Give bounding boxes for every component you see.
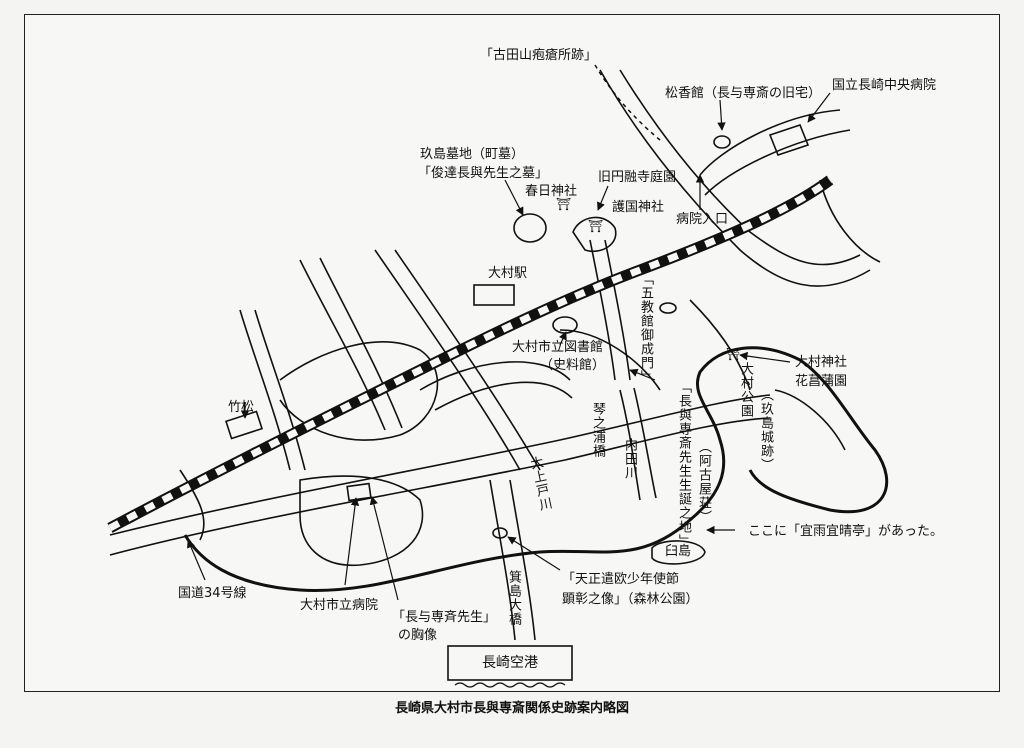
label-akoyaso: （阿古屋荘） (696, 440, 711, 524)
label-tensho-statue: 「天正遣欧少年使節 (562, 572, 680, 587)
label-hospital-entrance: 病院入口 (676, 212, 729, 227)
label-airport: 長崎空港 (482, 655, 538, 671)
path-to-furutayama (594, 64, 661, 141)
svg-text:⛩: ⛩ (726, 347, 741, 361)
coastline (183, 346, 889, 592)
tensho-statue (492, 527, 508, 539)
station-box (473, 284, 515, 306)
map-caption: 長崎県大村市長與専斎関係史跡案内略図 (394, 701, 629, 716)
label-takematsu: 竹松 (228, 400, 255, 415)
label-iris-garden: 花菖蒲園 (795, 374, 848, 389)
kyujima-cemetery-area (513, 213, 547, 243)
gokyokan-gate (659, 302, 677, 314)
label-giuseitei: ここに「宜雨宜晴亭」があった。 (748, 524, 944, 539)
label-national-hospital: 国立長崎中央病院 (832, 78, 937, 93)
airport-box (447, 645, 573, 681)
gokoku-area (572, 216, 617, 252)
roads (109, 69, 881, 641)
label-kyujima-castle: （玖島城跡） (758, 388, 773, 472)
svg-text:⛩: ⛩ (588, 219, 603, 233)
label-usujima: 臼島 (665, 544, 692, 559)
label-omura-station: 大村駅 (488, 266, 528, 281)
label-kyuen-garden: 旧円融寺庭園 (598, 170, 677, 185)
svg-text:⛩: ⛩ (556, 197, 571, 211)
label-furutayama: 「古田山疱瘡所跡」 (480, 48, 598, 63)
map-frame (24, 14, 1000, 692)
label-library: 大村市立図書館 (512, 340, 604, 355)
torii-icon: ⛩ ⛩ ⛩ (556, 197, 741, 361)
label-bust: 「長与専斉先生」 (392, 610, 497, 625)
label-uchida-river: 内田川 (622, 438, 637, 480)
label-birthplace: 「長與専斎先生生誕之地」 (676, 380, 691, 548)
label-city-hospital: 大村市立病院 (300, 598, 379, 613)
label-shokokan: 松香館（長与専斎の旧宅） (665, 86, 822, 101)
pointer-arrow-icon (187, 92, 831, 601)
label-bust-sub: の胸像 (398, 628, 438, 643)
label-route-34: 国道34号線 (178, 586, 247, 601)
city-hospital-building (346, 482, 372, 502)
label-gokyokan-gate: 「五教館御成門」 (638, 272, 653, 384)
usujima-island (651, 540, 706, 565)
shokokan-marker (713, 135, 731, 149)
takematsu-box (224, 410, 264, 440)
label-library-sub: （史料館） (540, 358, 606, 373)
hospital-building (768, 124, 810, 156)
label-gokoku-shrine: 護国神社 (612, 200, 665, 215)
label-kotonoura-bridge: 琴之浦橋 (590, 402, 605, 458)
label-grave: 「俊達長與先生之墓」 (418, 166, 549, 181)
label-tensho-park: 顕彰之像」（森林公園） (562, 592, 699, 607)
label-omura-shrine: 大村神社 (795, 355, 848, 370)
label-kyujima-cemetery: 玖島墓地（町墓） (420, 147, 525, 162)
label-omura-park: 大村公園 (738, 362, 753, 418)
inlet-coast (774, 389, 846, 451)
label-kasuga-shrine: 春日神社 (525, 184, 578, 199)
label-minoshima-bridge: 箕島大橋 (506, 570, 521, 626)
airport-water (454, 682, 566, 688)
